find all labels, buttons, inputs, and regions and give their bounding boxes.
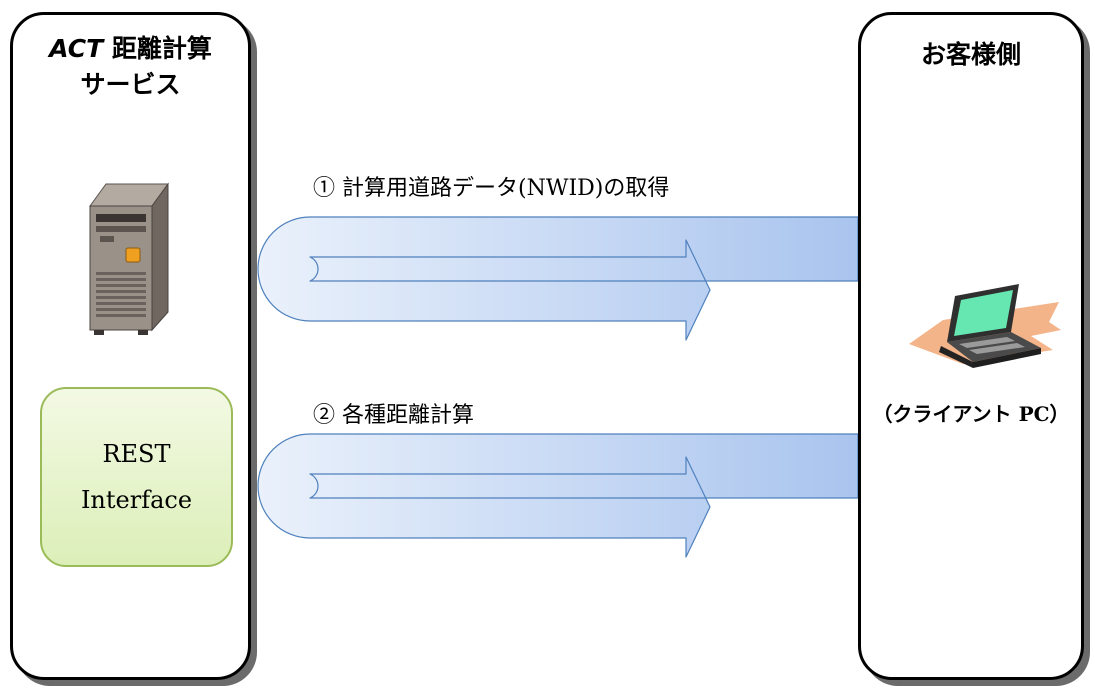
step1-label: ① 計算用道路データ(NWID)の取得 [313,176,670,201]
step2-label: ② 各種距離計算 [313,403,474,428]
service-title-line2: サービス [80,70,181,99]
laptop-icon [909,284,1061,368]
service-panel-title: ACT 距離計算 サービス [13,31,248,103]
client-pc-label: （クライアント PC） [872,402,1070,426]
service-title-line1: 距離計算 [111,34,212,63]
service-panel: ACT 距離計算 サービス [10,12,251,680]
rest-interface-line1: REST [102,440,171,468]
step1-uturn-arrow [257,216,859,341]
step2-uturn-arrow [257,433,859,558]
rest-interface-box: REST Interface [40,387,233,567]
server-tower-icon [89,182,169,335]
service-brand: ACT [49,34,104,63]
customer-panel-title: お客様側 [920,40,1021,69]
rest-interface-line2: Interface [80,486,193,514]
